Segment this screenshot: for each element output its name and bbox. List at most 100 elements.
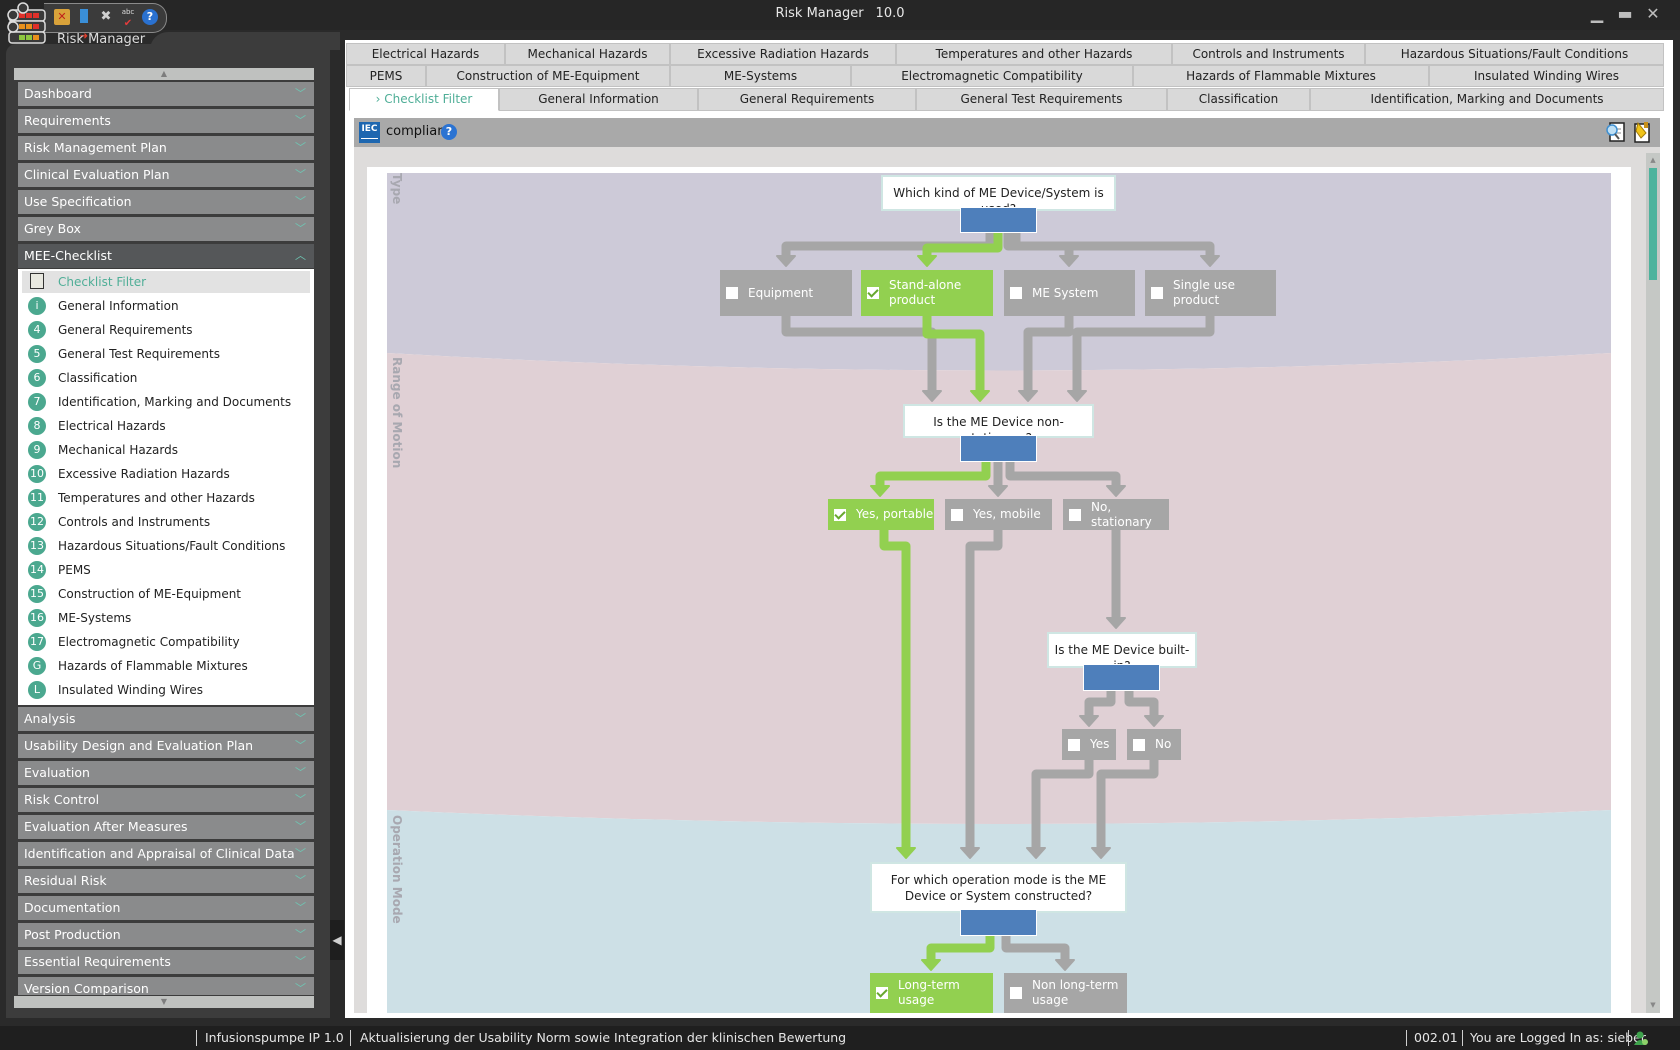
tab-hazards-of-flammable-mixtures[interactable]: Hazards of Flammable Mixtures: [1133, 65, 1429, 87]
sidebar-section-requirements[interactable]: Requirements﹀: [18, 109, 314, 133]
vertical-scrollbar-thumb[interactable]: [1649, 168, 1657, 280]
search-document-icon[interactable]: [1606, 121, 1626, 143]
tab-me-systems[interactable]: ME-Systems: [670, 65, 851, 87]
checkbox[interactable]: [951, 508, 963, 521]
arrowhead: [1067, 390, 1087, 402]
tab-checklist-filter[interactable]: › Checklist Filter: [349, 88, 499, 111]
sidebar-section-version-comparison[interactable]: Version Comparison﹀: [18, 977, 314, 995]
sidebar-section-mee-checklist[interactable]: MEE-Checklist︿: [18, 244, 314, 268]
tab-classification[interactable]: Classification: [1167, 88, 1310, 111]
tab-general-information[interactable]: General Information: [499, 88, 698, 111]
sidebar-section-dashboard[interactable]: Dashboard﹀: [18, 82, 314, 106]
question-device-type-answer[interactable]: [960, 207, 1037, 233]
option-yes-mobile[interactable]: Yes, mobile: [945, 499, 1052, 530]
option-long-term-usage[interactable]: Long-term usage: [870, 973, 993, 1013]
option-no[interactable]: No: [1127, 729, 1181, 760]
option-yes-portable[interactable]: Yes, portable: [828, 499, 934, 530]
checkbox[interactable]: [1068, 738, 1080, 751]
sidebar-section-grey-box[interactable]: Grey Box﹀: [18, 217, 314, 241]
scroll-down-arrow[interactable]: ▼: [1650, 1001, 1656, 1009]
checkbox[interactable]: [1133, 738, 1145, 751]
spellcheck-icon[interactable]: abc✔: [121, 8, 135, 30]
option-yes[interactable]: Yes: [1062, 729, 1116, 760]
submenu-item-label: Identification, Marking and Documents: [58, 395, 292, 409]
sidebar-section-evaluation-after-measures[interactable]: Evaluation After Measures﹀: [18, 815, 314, 839]
tab-identification-marking-and-documents[interactable]: Identification, Marking and Documents: [1310, 88, 1664, 111]
checkbox[interactable]: [1151, 287, 1163, 299]
minimize-button[interactable]: ▁: [1590, 4, 1604, 23]
tab-construction-of-me-equipment[interactable]: Construction of ME-Equipment: [426, 65, 670, 87]
sidebar-section-essential-requirements[interactable]: Essential Requirements﹀: [18, 950, 314, 974]
checkbox[interactable]: [867, 287, 879, 299]
sidebar-section-analysis[interactable]: Analysis﹀: [18, 707, 314, 731]
clear-filter-icon[interactable]: [1632, 121, 1652, 143]
sidebar-section-usability-design-and-evaluation-plan[interactable]: Usability Design and Evaluation Plan﹀: [18, 734, 314, 758]
tab-electromagnetic-compatibility[interactable]: Electromagnetic Compatibility: [851, 65, 1133, 87]
option-non-long-term-usage[interactable]: Non long-term usage: [1004, 973, 1127, 1013]
checkbox[interactable]: [1010, 287, 1022, 299]
sidebar-section-use-specification[interactable]: Use Specification﹀: [18, 190, 314, 214]
compliant-help-icon[interactable]: ?: [441, 124, 457, 140]
tab-hazardous-situations-fault-conditions[interactable]: Hazardous Situations/Fault Conditions: [1365, 43, 1664, 65]
checkbox[interactable]: [1010, 987, 1022, 999]
option-no-stationary[interactable]: No, stationary: [1063, 499, 1169, 530]
help-icon[interactable]: ?: [142, 9, 158, 25]
option-single-use-product[interactable]: Single use product: [1145, 270, 1276, 316]
sidebar-scroll-up[interactable]: ▲: [14, 68, 314, 80]
sidebar-scroll-down[interactable]: ▼: [14, 996, 314, 1008]
option-me-system[interactable]: ME System: [1004, 270, 1135, 316]
tab-electrical-hazards[interactable]: Electrical Hazards: [346, 43, 505, 65]
tab-insulated-winding-wires[interactable]: Insulated Winding Wires: [1429, 65, 1664, 87]
tab-mechanical-hazards[interactable]: Mechanical Hazards: [505, 43, 670, 65]
option-stand-alone-product[interactable]: Stand-alone product: [861, 270, 993, 316]
tools-icon[interactable]: ✖: [100, 9, 112, 24]
logout-icon[interactable]: ➜: [76, 9, 92, 42]
tab-general-requirements[interactable]: General Requirements: [698, 88, 916, 111]
sidebar-section-evaluation[interactable]: Evaluation﹀: [18, 761, 314, 785]
tab-pems[interactable]: PEMS: [346, 65, 426, 87]
sidebar-section-residual-risk[interactable]: Residual Risk﹀: [18, 869, 314, 893]
sidebar-section-documentation[interactable]: Documentation﹀: [18, 896, 314, 920]
option-equipment[interactable]: Equipment: [720, 270, 852, 316]
sidebar-section-risk-management-plan[interactable]: Risk Management Plan﹀: [18, 136, 314, 160]
question-built-in-answer[interactable]: [1083, 664, 1160, 691]
tab-controls-and-instruments[interactable]: Controls and Instruments: [1172, 43, 1365, 65]
checkbox[interactable]: [1069, 508, 1081, 521]
tab-temperatures-and-other-hazards[interactable]: Temperatures and other Hazards: [896, 43, 1172, 65]
close-project-icon[interactable]: ✕: [54, 9, 70, 25]
question-operation-mode-answer[interactable]: [960, 909, 1037, 936]
sidebar-section-post-production[interactable]: Post Production﹀: [18, 923, 314, 947]
sidebar-section-risk-control[interactable]: Risk Control﹀: [18, 788, 314, 812]
sidebar-section-identification-and-appraisal-of-clinical-data[interactable]: Identification and Appraisal of Clinical…: [18, 842, 314, 866]
sidebar-collapse-button[interactable]: ◀: [330, 920, 344, 960]
submenu-item-checklist-filter[interactable]: Checklist Filter: [22, 271, 310, 293]
vertical-scrollbar[interactable]: ▲: [1646, 153, 1660, 1013]
close-button[interactable]: ✕: [1646, 4, 1660, 23]
checkbox[interactable]: [726, 287, 738, 299]
tab-excessive-radiation-hazards[interactable]: Excessive Radiation Hazards: [670, 43, 896, 65]
question-non-stationary-answer[interactable]: [960, 435, 1037, 462]
maximize-button[interactable]: ▬: [1617, 4, 1633, 23]
sidebar-section-clinical-evaluation-plan[interactable]: Clinical Evaluation Plan﹀: [18, 163, 314, 187]
tab-general-test-requirements[interactable]: General Test Requirements: [916, 88, 1167, 111]
arrowhead: [1106, 485, 1126, 497]
checkbox[interactable]: [876, 987, 888, 999]
checkbox[interactable]: [834, 508, 846, 521]
